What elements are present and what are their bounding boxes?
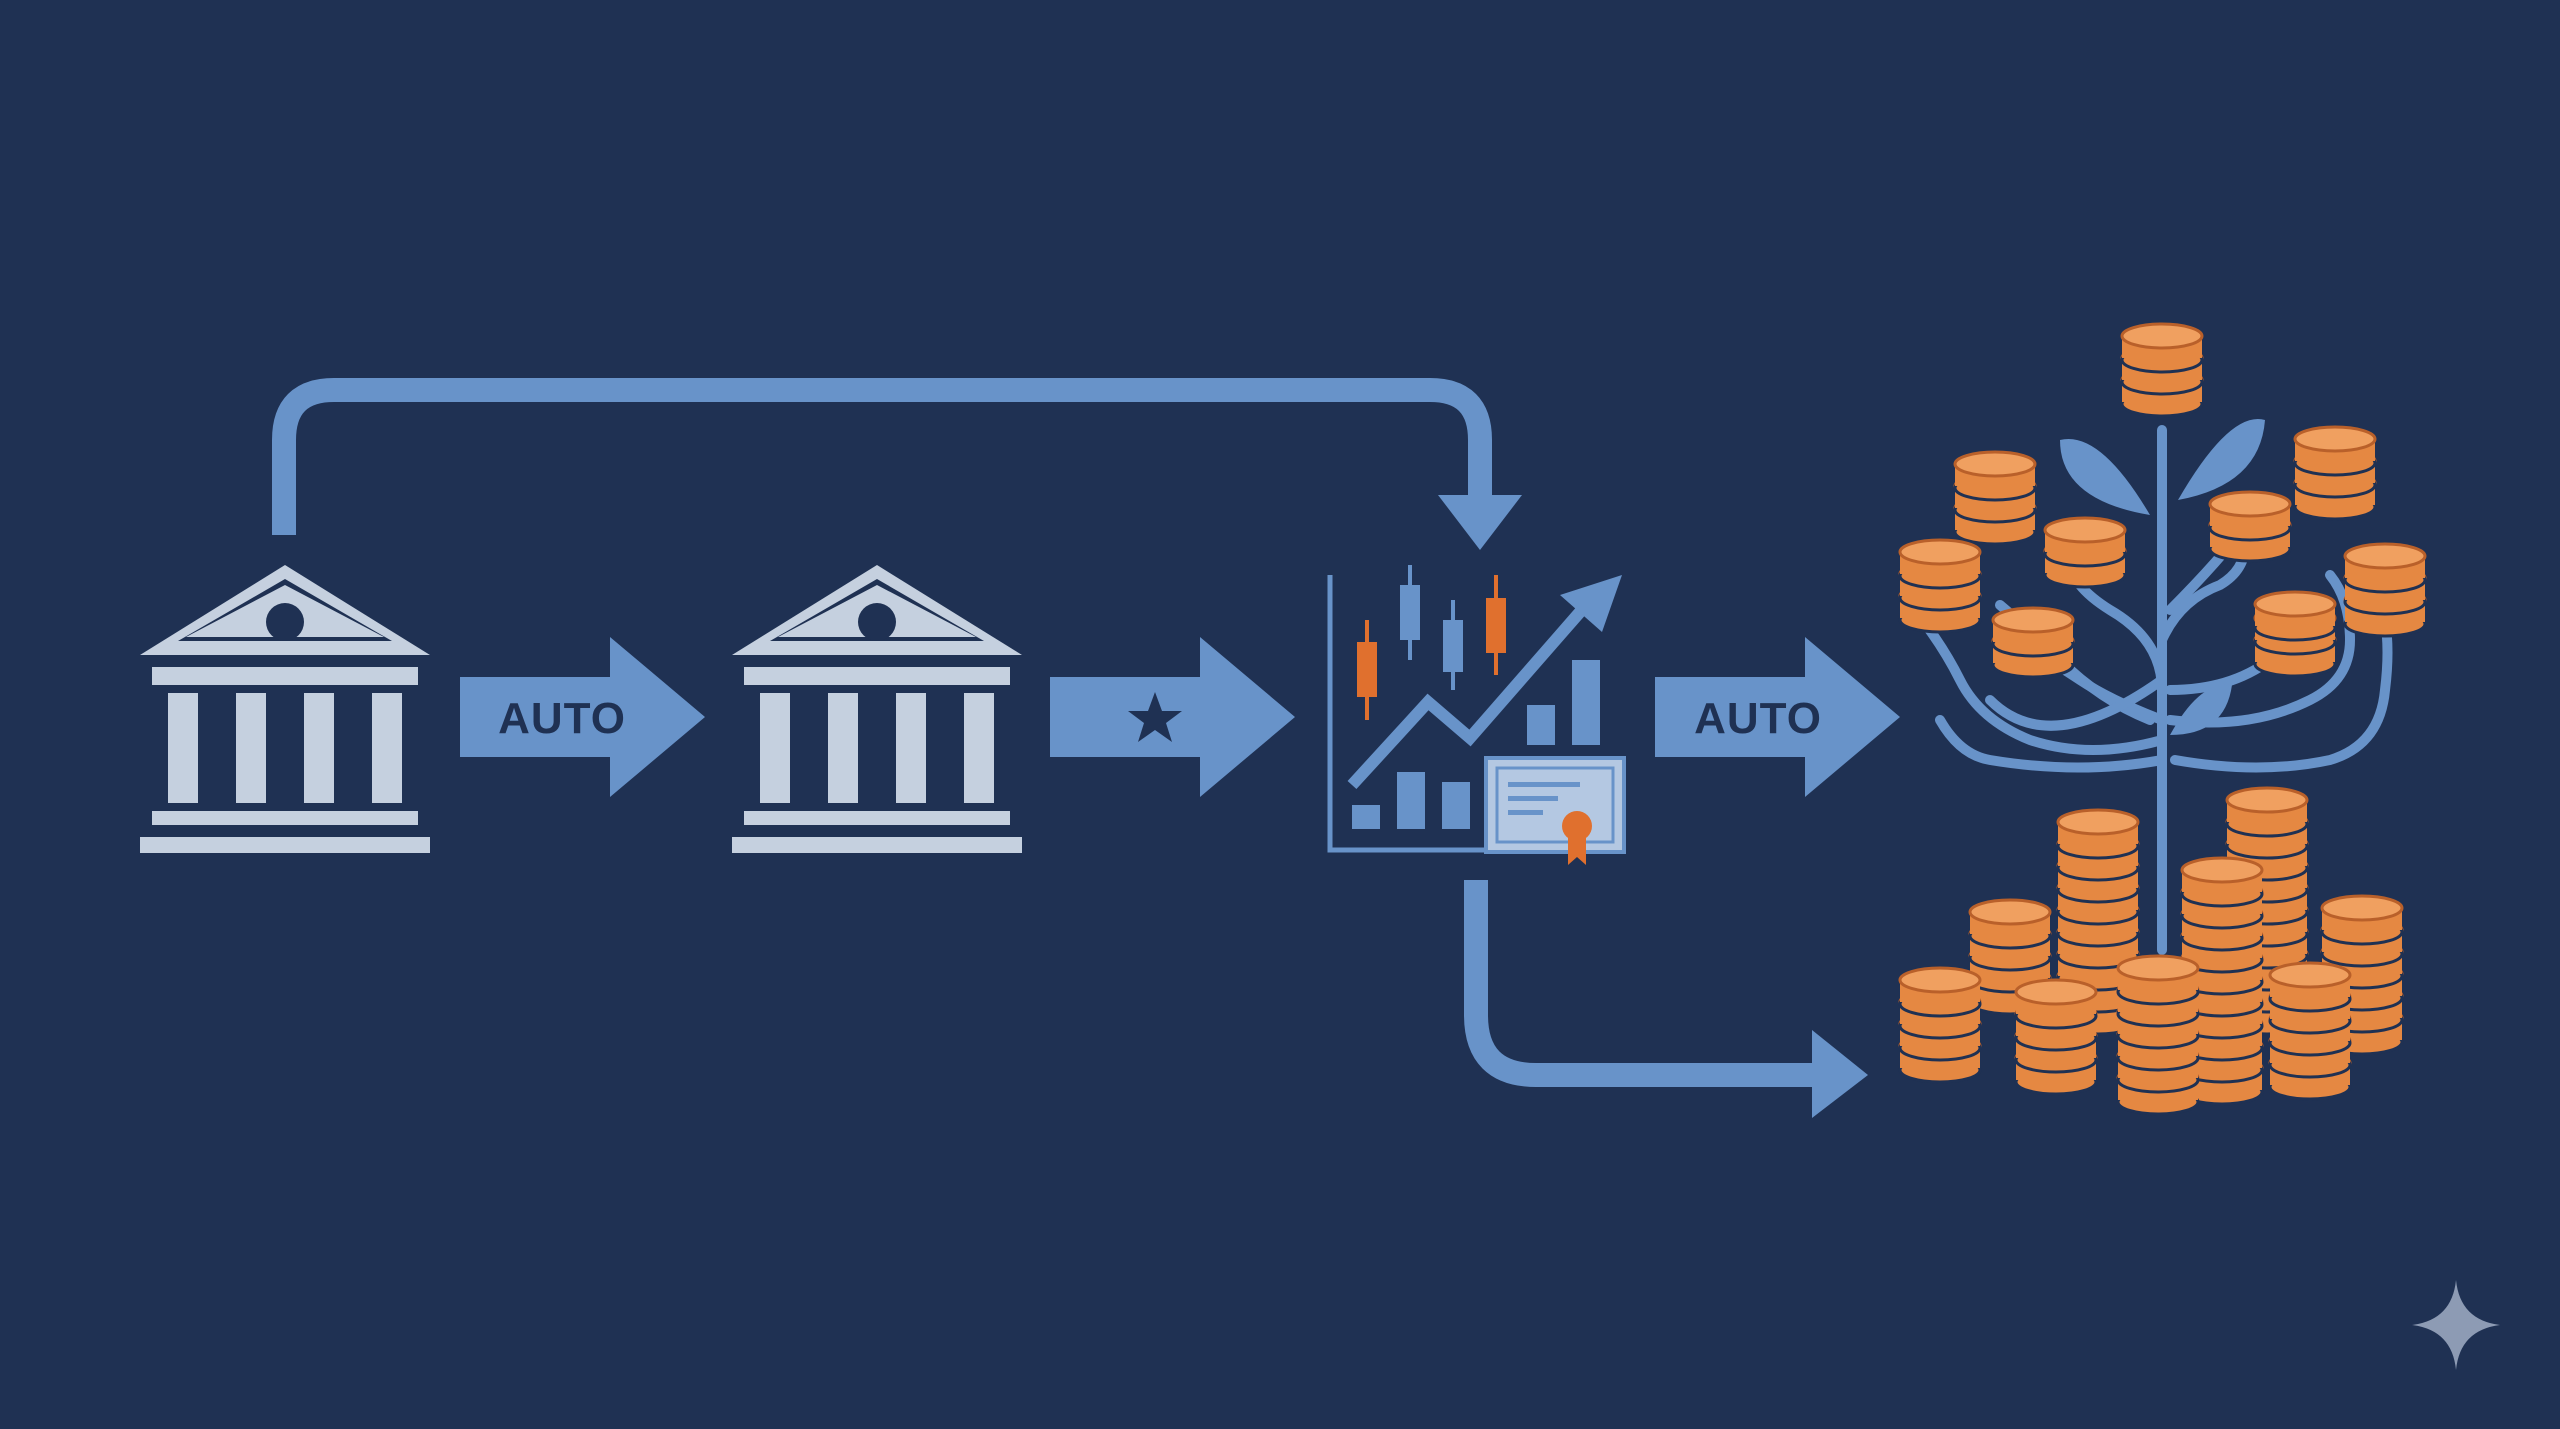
sparkle-icon — [2412, 1280, 2500, 1370]
top-loop-connector — [272, 378, 1522, 550]
stock-chart-with-certificate-icon — [1327, 565, 1626, 865]
auto-arrow-2-label: AUTO — [1694, 694, 1822, 743]
auto-arrow-2: AUTO — [1655, 637, 1900, 797]
bank-icon — [140, 565, 430, 853]
bottom-loop-connector — [1464, 880, 1868, 1118]
auto-arrow-1-label: AUTO — [498, 694, 626, 743]
bank-icon — [732, 565, 1022, 853]
money-tree-with-coins-icon — [1898, 322, 2427, 1116]
auto-arrow-1: AUTO — [460, 637, 705, 797]
star-arrow — [1050, 637, 1295, 797]
star-icon — [1128, 692, 1182, 742]
